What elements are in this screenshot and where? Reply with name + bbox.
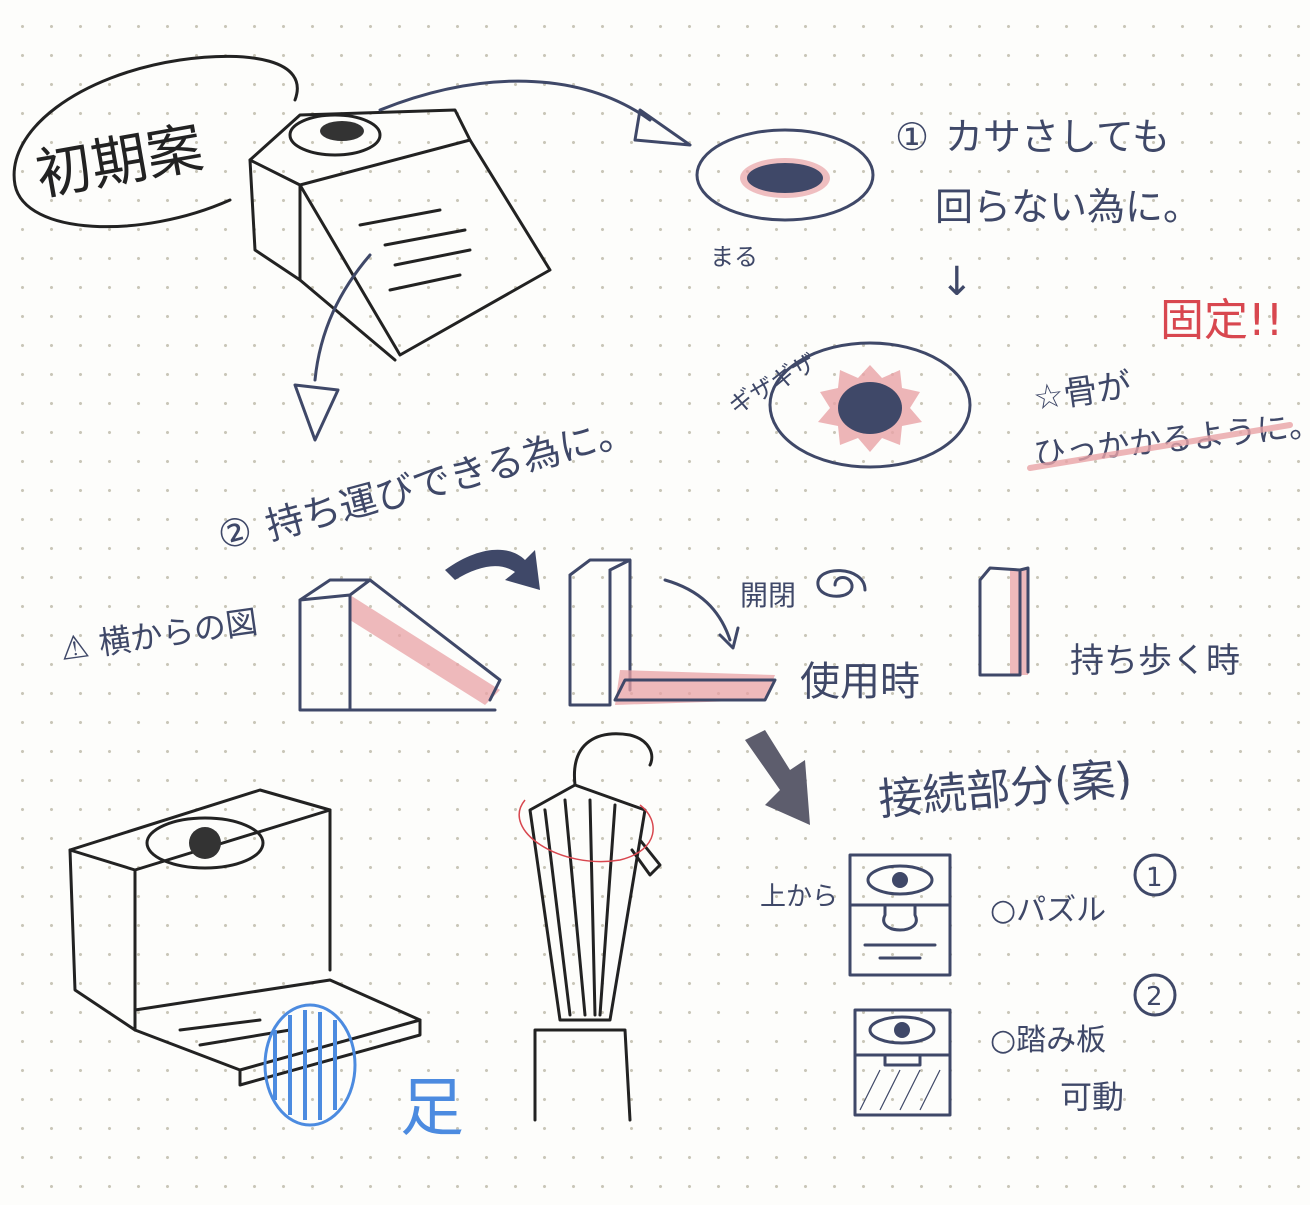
foot-mark	[263, 1003, 357, 1127]
spiral-icon	[816, 569, 867, 598]
in-use-label: 使用時	[800, 659, 920, 705]
option-2-number: 2	[1146, 982, 1163, 1012]
fixed-label: 固定!!	[1160, 295, 1283, 346]
foot-label: 足	[400, 1072, 464, 1146]
from-above-label: 上から	[760, 882, 838, 912]
section2-heading: 持ち運びできる為に。	[261, 408, 639, 549]
umbrella-sketch	[518, 732, 662, 1122]
round-hole-sketch	[695, 128, 875, 222]
carrying-label: 持ち歩く時	[1070, 641, 1240, 681]
down-arrow-icon: ↓	[940, 259, 974, 305]
side-view-folded	[298, 578, 502, 712]
title-text: 初期案	[31, 116, 208, 209]
option-footboard-label: ○踏み板	[990, 1023, 1106, 1058]
open-close-label: 開閉	[740, 579, 796, 612]
round-label: まる	[710, 243, 758, 271]
title-bubble: 初期案	[12, 54, 299, 229]
diagonal-arrow-icon	[745, 730, 810, 825]
initial-box-sketch	[248, 108, 552, 362]
box-in-use-sketch	[68, 788, 422, 1087]
serrated-label: ギザギザ	[724, 348, 821, 420]
note-line1: ☆骨が	[1031, 366, 1134, 419]
side-view-label: ⚠ 横からの図	[58, 603, 260, 668]
side-view-in-use	[568, 558, 777, 707]
arrow-down-left	[313, 253, 372, 382]
section1-line1: カサさしても	[945, 115, 1170, 159]
side-view-carrying	[978, 566, 1030, 677]
arrow-to-round	[378, 79, 652, 122]
footboard-thumbnail	[853, 1008, 952, 1117]
puzzle-thumbnail	[848, 853, 952, 977]
arrowhead-right	[633, 108, 692, 147]
note-underline	[1027, 422, 1293, 471]
option-1-number: 1	[1146, 863, 1163, 893]
option-1-circle	[1133, 853, 1177, 897]
section2-number: ②	[213, 507, 257, 558]
serrated-hole-sketch	[768, 341, 972, 469]
option-puzzle-label: ○パズル	[990, 893, 1106, 928]
connection-heading: 接続部分(案)	[877, 753, 1135, 826]
section1-line2: 回らない為に。	[935, 185, 1201, 229]
option-footboard-sub: 可動	[1060, 1078, 1124, 1116]
section1-number: ①	[895, 115, 929, 159]
option-2-circle	[1133, 973, 1177, 1017]
arrowhead-down	[293, 383, 340, 442]
rotate-arrow-icon	[445, 549, 540, 590]
